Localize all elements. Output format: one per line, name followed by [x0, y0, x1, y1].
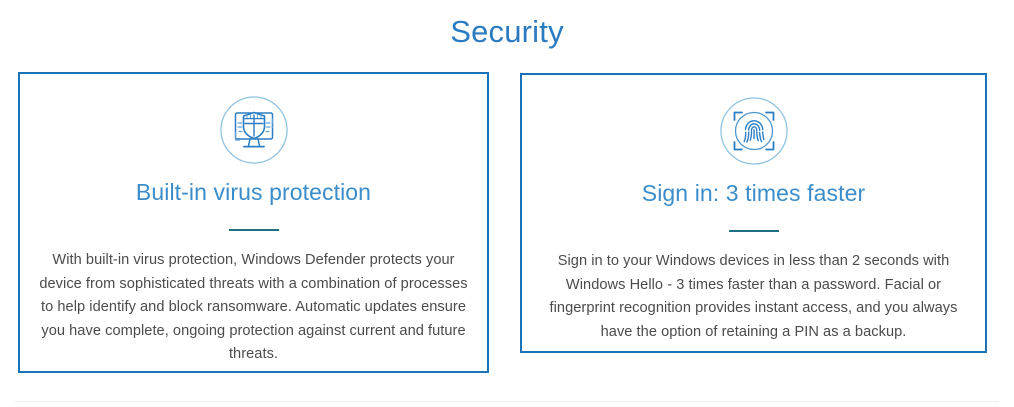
heading-divider	[228, 229, 279, 231]
fingerprint-scan-icon	[719, 75, 789, 166]
feature-card-heading: Sign in: 3 times faster	[641, 180, 866, 206]
feature-card-body: With built-in virus protection, Windows …	[39, 252, 468, 362]
section-divider	[15, 401, 999, 402]
monitor-shield-icon	[219, 74, 289, 165]
feature-card-virus-protection[interactable]: Built-in virus protection With built-in …	[18, 72, 489, 373]
feature-card-heading: Built-in virus protection	[135, 179, 372, 205]
feature-card-sign-in[interactable]: Sign in: 3 times faster Sign in to your …	[520, 73, 987, 353]
feature-card-body: Sign in to your Windows devices in less …	[549, 253, 958, 340]
page-title: Security	[450, 14, 564, 49]
heading-divider	[728, 230, 779, 232]
